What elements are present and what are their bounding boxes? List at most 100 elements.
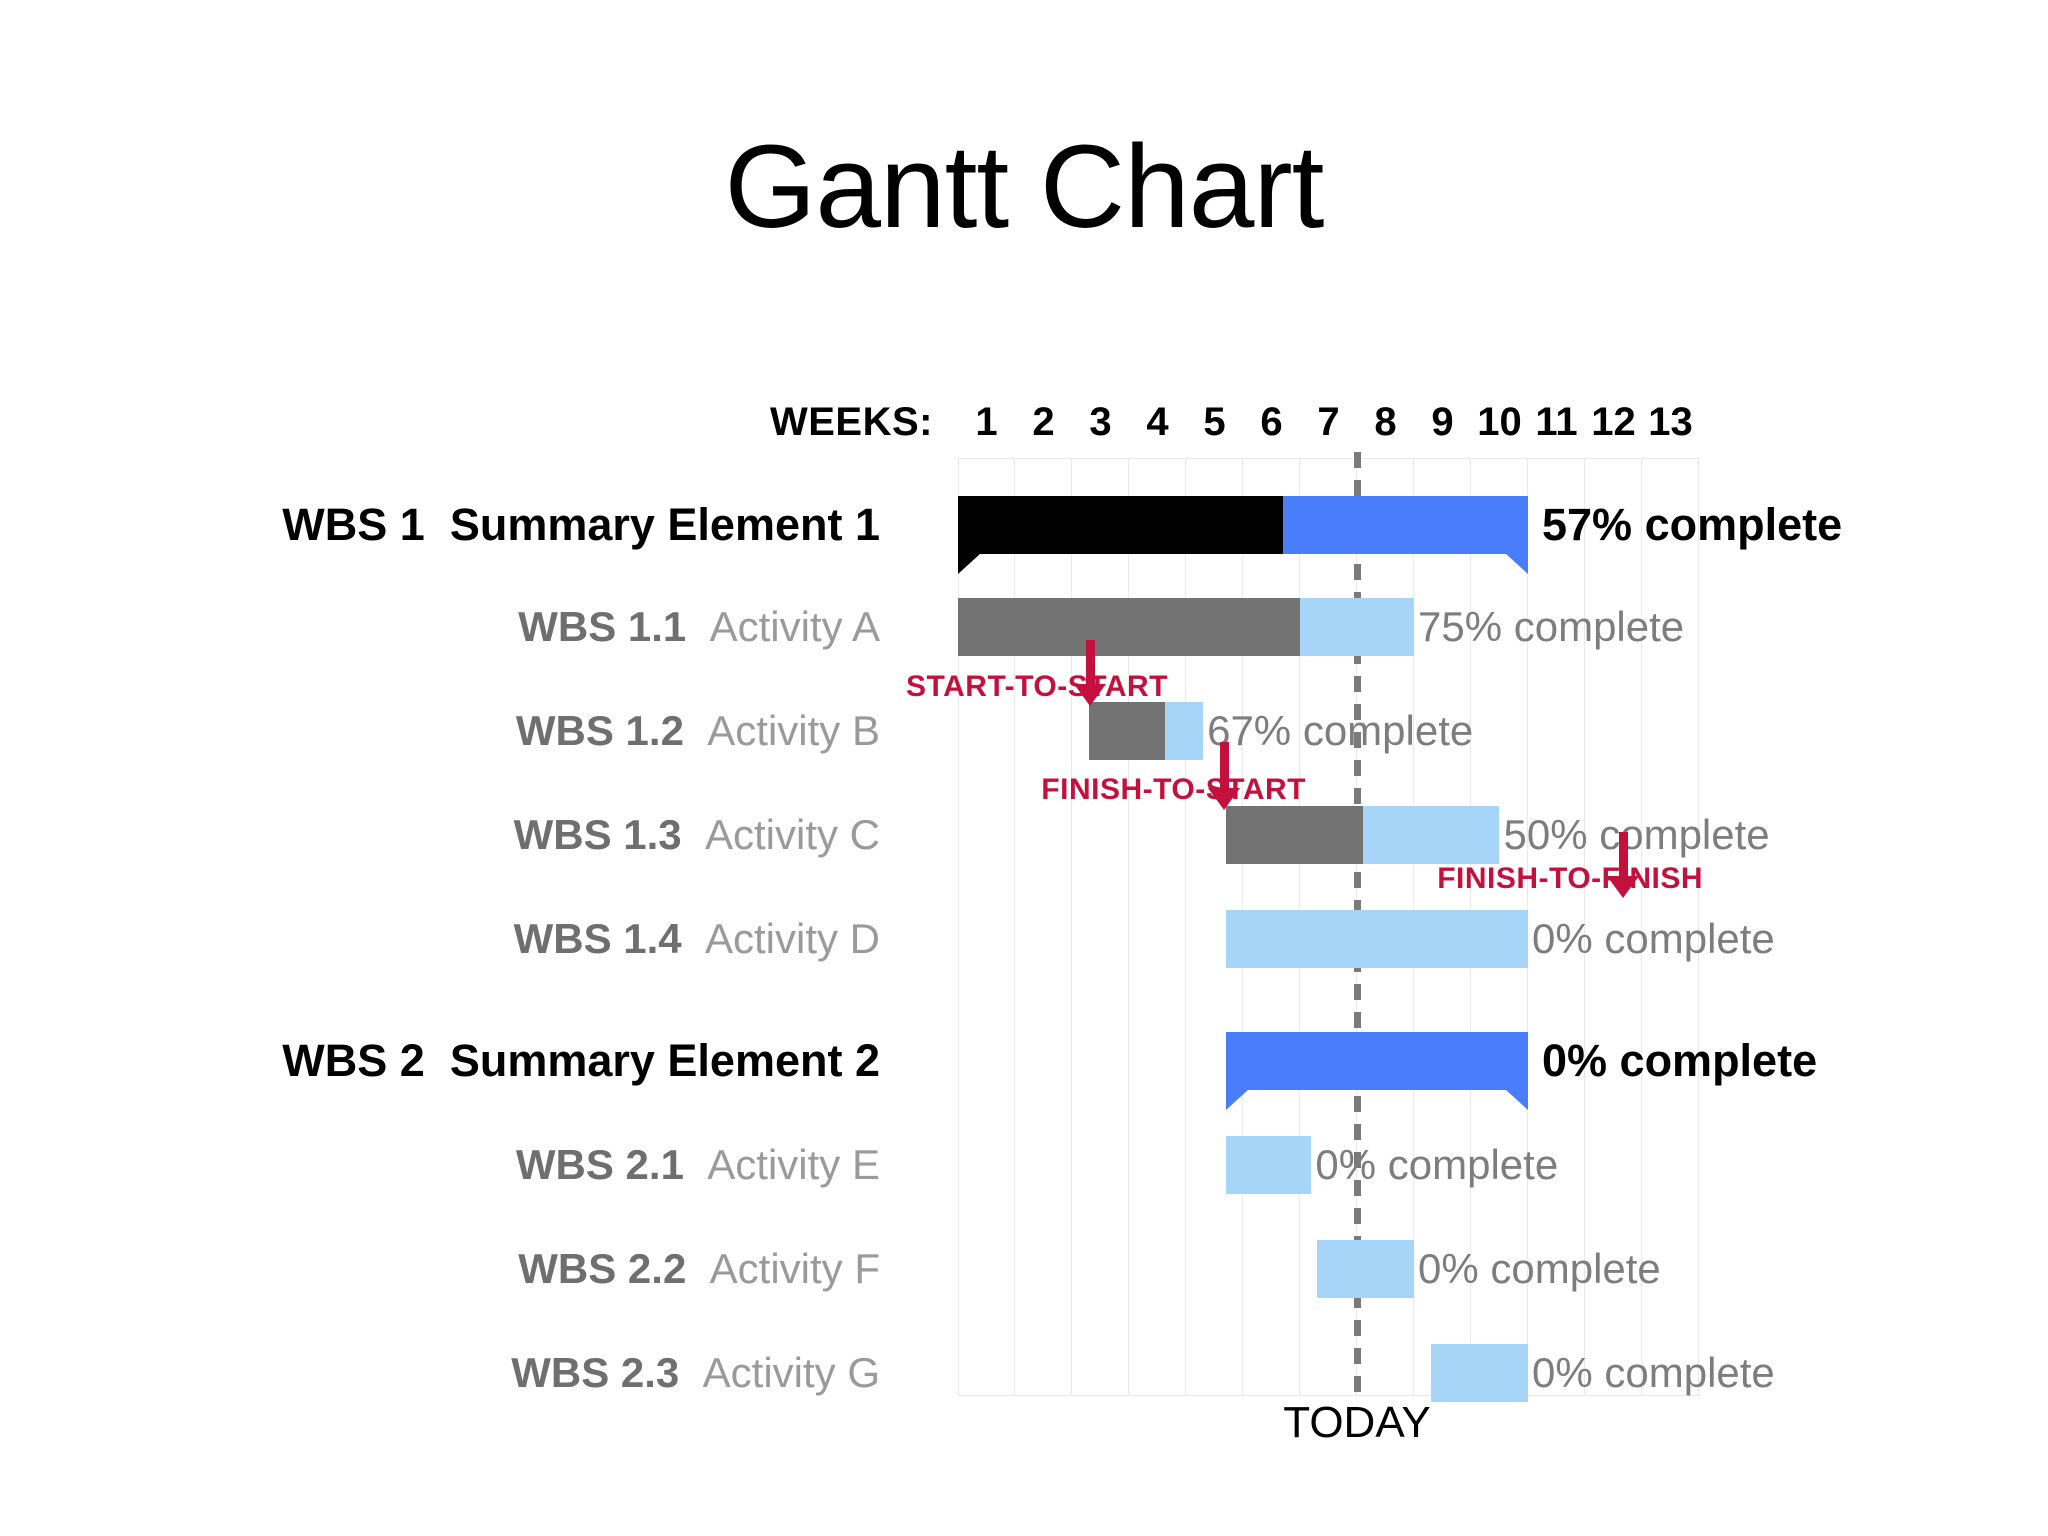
row-label-wbs-1: WBS 1 Summary Element 1 [282, 502, 880, 548]
row-element-name: Summary Element 2 [449, 1035, 880, 1086]
row-wbs-code: WBS 2.1 [515, 1141, 684, 1188]
weeks-axis-label: WEEKS: [770, 400, 933, 444]
row-label-wbs-2-2: WBS 2.2 Activity F [518, 1246, 880, 1292]
week-tick-8: 8 [1374, 400, 1397, 444]
row-element-name: Activity B [707, 707, 880, 754]
row-wbs-code: WBS 1.1 [518, 603, 687, 650]
dependency-label-start-to-start: START-TO-START [906, 670, 1168, 703]
task-bar-remaining [1300, 598, 1414, 656]
row-element-name: Activity A [709, 603, 880, 650]
summary-bar-remaining [1225, 1032, 1528, 1090]
row-label-wbs-2-1: WBS 2.1 Activity E [516, 1142, 880, 1188]
summary-bar-left-tab [958, 554, 980, 574]
row-element-name: Activity F [709, 1245, 880, 1292]
row-wbs-code: WBS 2.2 [518, 1245, 687, 1292]
week-tick-9: 9 [1431, 400, 1454, 444]
row-element-name: Summary Element 1 [449, 499, 880, 550]
percent-complete-label: 57% complete [1542, 499, 1843, 550]
percent-complete-label: 0% complete [1532, 1349, 1775, 1396]
week-tick-5: 5 [1203, 400, 1226, 444]
row-wbs-code: WBS 1.3 [513, 811, 682, 858]
summary-bar-right-tab [1505, 1090, 1528, 1110]
today-marker-label: TODAY [1283, 1398, 1431, 1447]
percent-complete-label: 0% complete [1315, 1141, 1559, 1188]
week-tick-1: 1 [975, 400, 998, 444]
arrow-head [1074, 684, 1106, 706]
dependency-label-finish-to-finish: FINISH-TO-FINISH [1437, 862, 1703, 895]
row-wbs-code: WBS 2 [282, 1035, 425, 1086]
week-tick-7: 7 [1317, 400, 1340, 444]
row-wbs-code: WBS 1 [282, 499, 425, 550]
percent-complete-label: 67% complete [1207, 707, 1474, 754]
task-bar-wbs-1-4[interactable] [1225, 910, 1528, 968]
summary-bar-wbs-1[interactable] [958, 496, 1528, 574]
week-tick-3: 3 [1089, 400, 1112, 444]
grid-bottom-border [958, 1395, 1700, 1396]
task-bar-remaining [1225, 910, 1528, 968]
row-wbs-code: WBS 2.3 [511, 1349, 680, 1396]
grid-column-week-2 [1015, 458, 1072, 1396]
percent-complete-label: 0% complete [1418, 1245, 1661, 1292]
row-label-wbs-1-2: WBS 1.2 Activity B [516, 708, 880, 754]
task-bar-wbs-1-2[interactable] [1089, 702, 1204, 760]
arrow-head [1607, 876, 1639, 898]
task-bar-progress [1225, 806, 1363, 864]
task-bar-remaining [1431, 1344, 1528, 1402]
percent-complete-label: 0% complete [1532, 915, 1775, 962]
summary-bar-left-tab [1225, 1090, 1248, 1110]
week-tick-11: 11 [1535, 400, 1578, 444]
row-label-wbs-2: WBS 2 Summary Element 2 [282, 1038, 880, 1084]
task-bar-progress [1089, 702, 1166, 760]
week-tick-4: 4 [1146, 400, 1169, 444]
task-bar-remaining [1317, 1240, 1414, 1298]
task-bar-wbs-2-2[interactable] [1317, 1240, 1414, 1298]
row-wbs-code: WBS 1.4 [513, 915, 682, 962]
gantt-plot-area [958, 452, 1700, 1404]
task-bar-wbs-2-1[interactable] [1225, 1136, 1312, 1194]
week-tick-12: 12 [1591, 400, 1636, 444]
grid-column-week-1 [958, 458, 1015, 1396]
task-bar-wbs-1-1[interactable] [958, 598, 1414, 656]
row-element-name: Activity G [702, 1349, 880, 1396]
grid-column-week-3 [1072, 458, 1129, 1396]
percent-complete-label: 75% complete [1418, 603, 1685, 650]
row-label-wbs-1-3: WBS 1.3 Activity C [514, 812, 880, 858]
task-bar-remaining [1225, 1136, 1312, 1194]
task-bar-wbs-2-3[interactable] [1431, 1344, 1528, 1402]
summary-bar-wbs-2[interactable] [1225, 1032, 1528, 1110]
grid-column-week-12 [1585, 458, 1642, 1396]
page-title: Gantt Chart [724, 121, 1325, 253]
task-bar-progress [958, 598, 1300, 656]
task-bar-remaining [1165, 702, 1204, 760]
row-label-wbs-2-3: WBS 2.3 Activity G [511, 1350, 880, 1396]
grid-top-border [958, 458, 1700, 459]
week-tick-13: 13 [1648, 400, 1693, 444]
grid-column-week-11 [1528, 458, 1585, 1396]
week-tick-2: 2 [1032, 400, 1055, 444]
task-bar-remaining [1362, 806, 1500, 864]
dependency-arrow-finish-to-finish-icon [1607, 832, 1639, 898]
dependency-arrow-start-to-start-icon [1074, 640, 1106, 706]
arrow-shaft [1220, 742, 1229, 788]
week-tick-10: 10 [1477, 400, 1522, 444]
week-tick-6: 6 [1260, 400, 1283, 444]
row-element-name: Activity D [704, 915, 880, 962]
arrow-head [1208, 788, 1240, 810]
percent-complete-label: 50% complete [1503, 811, 1770, 858]
row-element-name: Activity E [707, 1141, 880, 1188]
percent-complete-label: 0% complete [1542, 1035, 1818, 1086]
dependency-label-finish-to-start: FINISH-TO-START [1041, 773, 1306, 806]
task-bar-wbs-1-3[interactable] [1225, 806, 1500, 864]
row-element-name: Activity C [704, 811, 880, 858]
grid-column-week-4 [1129, 458, 1186, 1396]
summary-bar-right-tab [1506, 554, 1528, 574]
arrow-shaft [1086, 640, 1095, 684]
row-wbs-code: WBS 1.2 [515, 707, 684, 754]
row-label-wbs-1-4: WBS 1.4 Activity D [514, 916, 880, 962]
row-label-wbs-1-1: WBS 1.1 Activity A [518, 604, 880, 650]
dependency-arrow-finish-to-start-icon [1208, 742, 1240, 810]
arrow-shaft [1619, 832, 1628, 876]
summary-bar-remaining [1282, 496, 1528, 554]
